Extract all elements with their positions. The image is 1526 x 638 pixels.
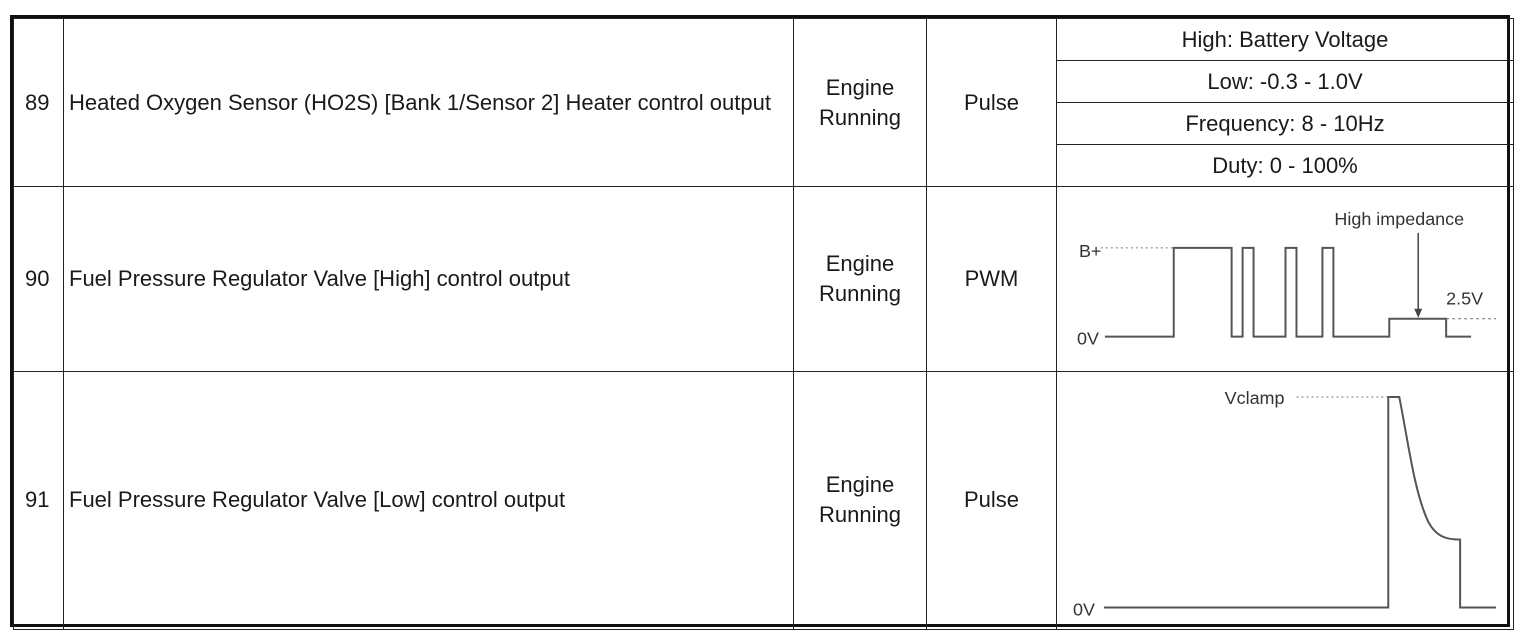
signal-type: PWM (926, 186, 1057, 372)
spec-frequency: Frequency: 8 - 10Hz (1056, 102, 1514, 145)
pulse-waveform-diagram: Vclamp 0V (1073, 388, 1497, 619)
table-row-91: 91 Fuel Pressure Regulator Valve [Low] c… (13, 370, 1514, 631)
pin-number: 91 (13, 370, 64, 631)
pin-spec-table: 89 Heated Oxygen Sensor (HO2S) [Bank 1/S… (10, 15, 1514, 631)
label-vclamp: Vclamp (1225, 388, 1285, 408)
pwm-waveform-cell: B+ 0V 2.5V High impedance (1056, 186, 1514, 372)
test-condition: Engine Running (793, 186, 927, 372)
pin-description: Fuel Pressure Regulator Valve [Low] cont… (63, 370, 794, 631)
test-condition: Engine Running (793, 370, 927, 631)
label-zero-volt: 0V (1073, 599, 1095, 619)
signal-type: Pulse (926, 18, 1057, 187)
table-row-89: 89 Heated Oxygen Sensor (HO2S) [Bank 1/S… (13, 18, 1514, 187)
pulse-signal-trace (1103, 395, 1497, 609)
pwm-waveform-diagram: B+ 0V 2.5V High impedance (1077, 209, 1497, 349)
spec-low: Low: -0.3 - 1.0V (1056, 60, 1514, 103)
test-condition-text: Engine Running (819, 472, 901, 528)
test-condition-text: Engine Running (819, 74, 901, 130)
test-condition-text: Engine Running (819, 250, 901, 306)
table-row-90: 90 Fuel Pressure Regulator Valve [High] … (13, 186, 1514, 372)
label-zero-volt: 0V (1077, 329, 1099, 349)
pin-number: 89 (13, 18, 64, 187)
signal-type: Pulse (926, 370, 1057, 631)
pulse-waveform-cell: Vclamp 0V (1056, 370, 1514, 631)
label-mid-level: 2.5V (1446, 289, 1483, 309)
pin-number: 90 (13, 186, 64, 372)
spec-duty: Duty: 0 - 100% (1056, 144, 1514, 187)
pin-description: Heated Oxygen Sensor (HO2S) [Bank 1/Sens… (63, 18, 794, 187)
label-b-plus: B+ (1079, 241, 1101, 261)
annotation-arrow-head (1414, 308, 1423, 318)
pwm-signal-trace (1104, 246, 1472, 338)
pin-description: Fuel Pressure Regulator Valve [High] con… (63, 186, 794, 372)
test-condition: Engine Running (793, 18, 927, 187)
spec-high: High: Battery Voltage (1056, 18, 1514, 61)
label-high-impedance: High impedance (1334, 209, 1464, 229)
